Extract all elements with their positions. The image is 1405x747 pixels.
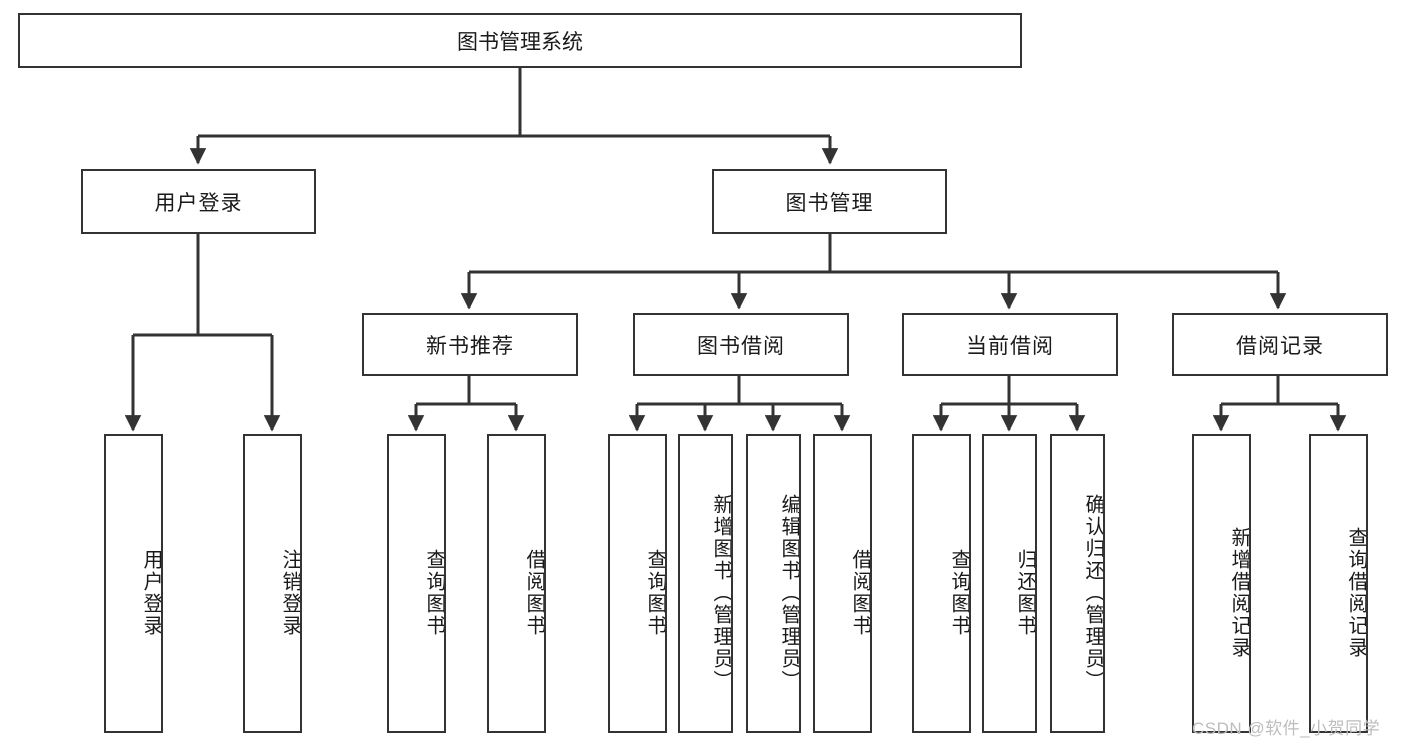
node-book-borrow[interactable]: 图书借阅 [633, 313, 849, 376]
leaf-book-borrow-lend[interactable]: 借阅图书 [813, 434, 872, 733]
node-borrow-record-label: 借阅记录 [1236, 334, 1324, 358]
node-book-management-label: 图书管理 [785, 191, 874, 215]
leaf-label: 借阅图书 [849, 548, 871, 637]
leaf-label: 查询借阅记录 [1345, 526, 1367, 659]
leaf-book-borrow-add[interactable]: 新增图书（管理员） [678, 434, 733, 733]
leaf-label: 查询图书 [948, 548, 970, 637]
leaf-book-borrow-edit[interactable]: 编辑图书（管理员） [746, 434, 801, 733]
node-user-login[interactable]: 用户登录 [81, 169, 316, 234]
leaf-label: 查询图书 [423, 548, 445, 637]
leaf-label: 注销登录 [279, 548, 301, 637]
leaf-label: 查询图书 [644, 548, 666, 637]
leaf-label: 编辑图书（管理员） [778, 493, 800, 692]
node-book-management[interactable]: 图书管理 [712, 169, 947, 234]
watermark: CSDN @软件_小贺同学 [1192, 719, 1381, 738]
node-new-book-recommend[interactable]: 新书推荐 [362, 313, 578, 376]
node-current-borrow[interactable]: 当前借阅 [902, 313, 1118, 376]
node-book-borrow-label: 图书借阅 [697, 334, 785, 358]
node-current-borrow-label: 当前借阅 [966, 334, 1054, 358]
leaf-borrow-record-add[interactable]: 新增借阅记录 [1192, 434, 1251, 733]
leaf-new-book-query[interactable]: 查询图书 [387, 434, 446, 733]
leaf-label: 新增图书（管理员） [710, 493, 732, 692]
leaf-label: 用户登录 [140, 548, 162, 637]
leaf-current-borrow-confirm[interactable]: 确认归还（管理员） [1050, 434, 1105, 733]
node-new-book-recommend-label: 新书推荐 [426, 334, 514, 358]
leaf-book-borrow-query[interactable]: 查询图书 [608, 434, 667, 733]
node-user-login-label: 用户登录 [154, 191, 243, 215]
leaf-label: 借阅图书 [523, 548, 545, 637]
leaf-label: 新增借阅记录 [1228, 526, 1250, 659]
leaf-user-login-logout[interactable]: 注销登录 [243, 434, 302, 733]
node-root-label: 图书管理系统 [457, 30, 583, 54]
leaf-user-login-login[interactable]: 用户登录 [104, 434, 163, 733]
leaf-borrow-record-query[interactable]: 查询借阅记录 [1309, 434, 1368, 733]
node-root[interactable]: 图书管理系统 [18, 13, 1022, 68]
leaf-label: 确认归还（管理员） [1082, 493, 1104, 692]
leaf-new-book-borrow[interactable]: 借阅图书 [487, 434, 546, 733]
leaf-current-borrow-return[interactable]: 归还图书 [982, 434, 1037, 733]
leaf-current-borrow-query[interactable]: 查询图书 [912, 434, 971, 733]
node-borrow-record[interactable]: 借阅记录 [1172, 313, 1388, 376]
leaf-label: 归还图书 [1014, 548, 1036, 637]
